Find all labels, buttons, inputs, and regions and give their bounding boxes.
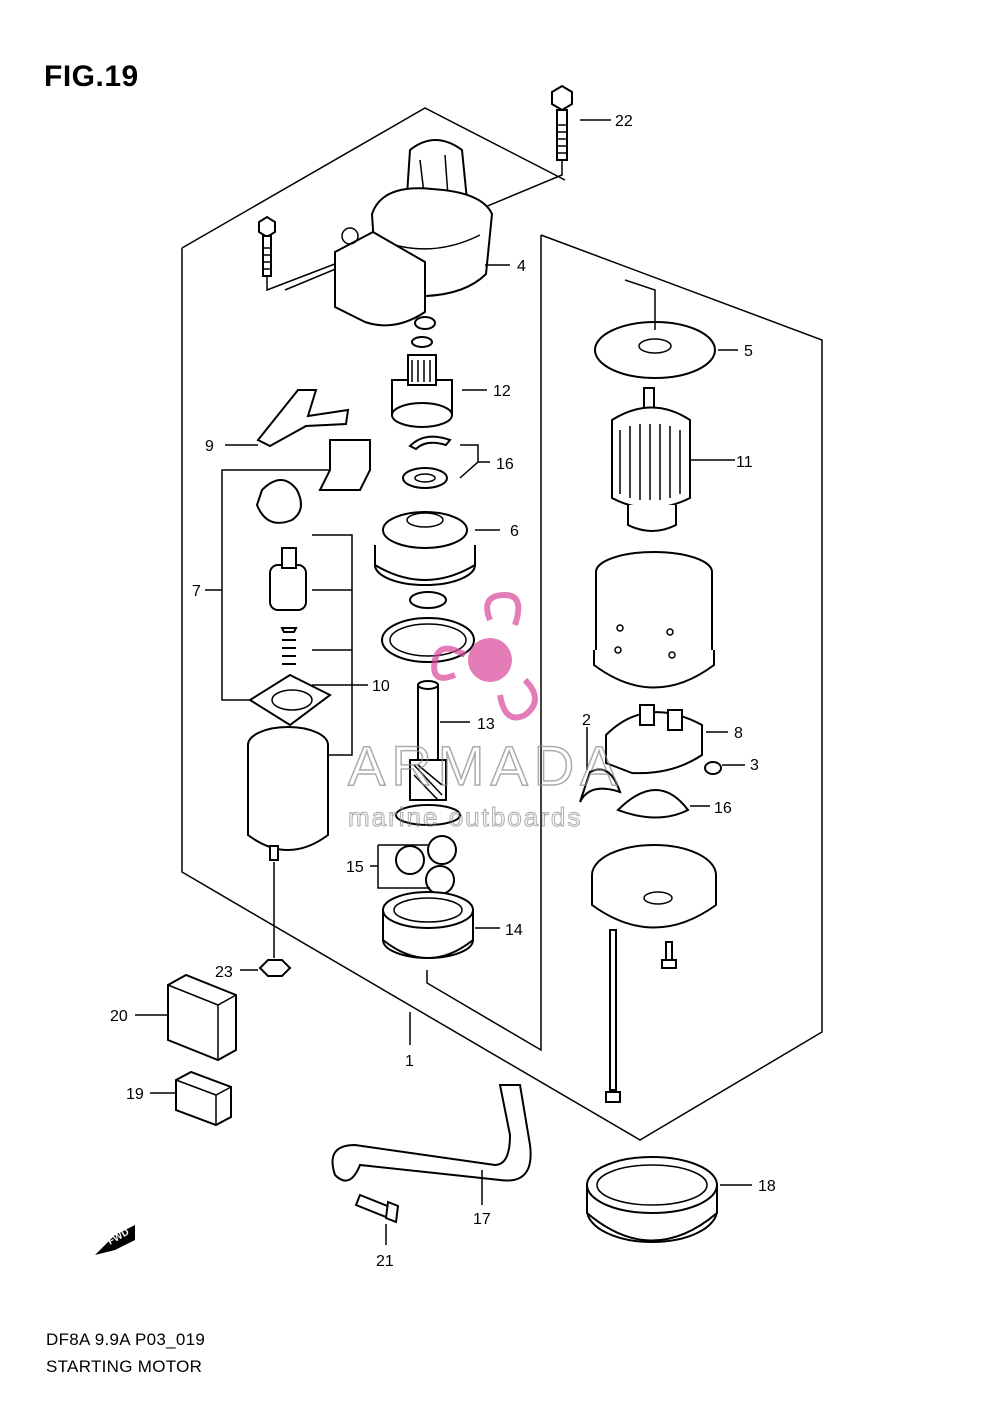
part-14-internal-gear [382, 891, 500, 959]
part-20-relay [135, 973, 237, 1062]
figure-title: FIG.19 [44, 60, 139, 93]
callout-21: 21 [376, 1253, 394, 1270]
callout-7: 7 [192, 583, 201, 600]
callout-11: 11 [736, 454, 753, 471]
callout-6: 6 [510, 523, 519, 540]
part-15-planet-gears [370, 835, 457, 895]
watermark-tagline: marine outboards [348, 802, 582, 832]
part-5-end-plate [594, 279, 738, 379]
part-6-gear-housing [374, 511, 500, 586]
callout-15: 15 [346, 859, 364, 876]
part-16-clip-and-washer [402, 435, 490, 489]
propeller-logo-icon [431, 591, 538, 721]
callout-14: 14 [505, 922, 523, 939]
section-name: STARTING MOTOR [46, 1357, 203, 1376]
part-2-brush-lead [579, 727, 622, 803]
callout-18: 18 [758, 1178, 776, 1195]
part-16-lower-washer [616, 789, 710, 819]
housing-bolt [258, 215, 341, 292]
callout-5: 5 [744, 343, 753, 360]
part-19-relay [150, 1070, 232, 1127]
gasket-ring [381, 591, 475, 663]
part-21-bolt [354, 1193, 400, 1245]
callout-16-upper: 16 [496, 456, 514, 473]
model-code: DF8A 9.9A P03_019 [46, 1330, 206, 1349]
seal-ring [414, 316, 436, 330]
callout-13: 13 [477, 716, 495, 733]
callout-4: 4 [517, 258, 526, 275]
callout-labels: 1 2 3 4 5 6 7 8 9 10 11 12 13 14 15 16 1… [110, 113, 776, 1270]
callout-23: 23 [215, 964, 233, 981]
part-10-motor-body [247, 726, 329, 861]
through-bolt [605, 929, 621, 1103]
part-17-bracket [331, 1084, 532, 1205]
end-cap [591, 844, 717, 929]
part-9-shift-lever [225, 389, 350, 448]
part-13-planet-shaft [395, 680, 470, 826]
assembly-boundary [181, 107, 823, 1141]
part-23-nut [240, 862, 292, 977]
callout-16-lower: 16 [714, 800, 732, 817]
callout-22: 22 [615, 113, 633, 130]
callout-1: 1 [405, 1053, 414, 1070]
part-11-armature [611, 387, 735, 532]
callout-8: 8 [734, 725, 743, 742]
part-18-rubber-band [586, 1156, 752, 1243]
part-7-solenoid-kit [205, 439, 371, 756]
armada-watermark: ARMADA marine outboards [347, 591, 624, 833]
callout-20: 20 [110, 1008, 128, 1025]
fwd-arrow-icon: FWD [95, 1225, 135, 1255]
part-12-pinion-gear [391, 336, 487, 428]
callout-17: 17 [473, 1211, 491, 1228]
part-3-nut [704, 761, 745, 775]
callout-12: 12 [493, 383, 511, 400]
watermark-brand: ARMADA [348, 734, 624, 797]
callout-10: 10 [372, 678, 390, 695]
end-cap-screw [661, 941, 677, 969]
yoke-plate [248, 673, 332, 727]
part-8-brush-holder [605, 704, 728, 775]
callout-2: 2 [582, 712, 591, 729]
callout-3: 3 [750, 757, 759, 774]
callout-19: 19 [126, 1086, 144, 1103]
part-4-front-housing [334, 139, 510, 327]
callout-9: 9 [205, 438, 214, 455]
yoke-cylinder [593, 551, 715, 689]
